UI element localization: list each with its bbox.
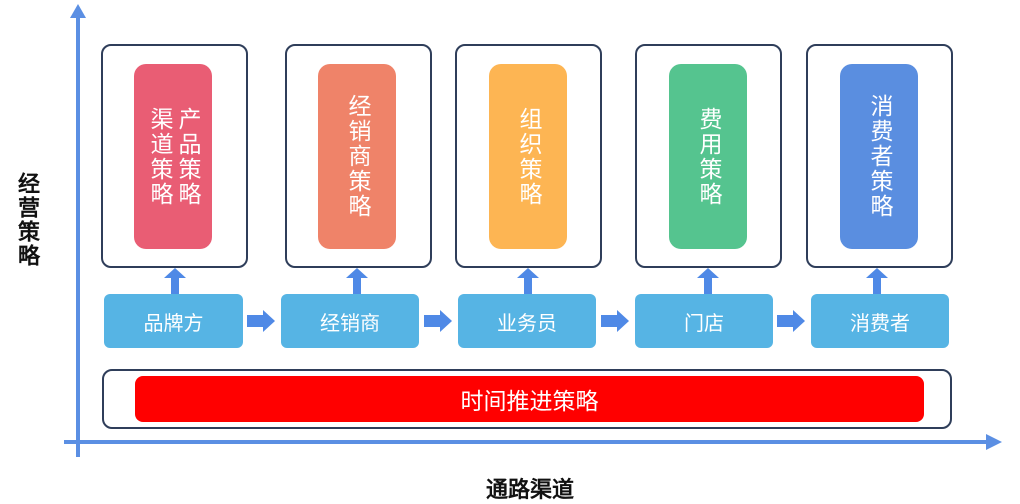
strategy-text-expense: 费用策略 (695, 106, 721, 207)
y-axis-line (76, 14, 80, 457)
node-distributor: 经销商 (281, 294, 419, 348)
right-arrow-icon (601, 310, 629, 332)
node-consumer: 消费者 (811, 294, 949, 348)
strategy-card-salesperson: 组织策略 (489, 64, 567, 249)
up-arrow-icon (346, 268, 368, 294)
up-arrow-icon (866, 268, 888, 294)
strategy-text-channel: 渠道策略 (146, 106, 172, 207)
up-arrow-icon (517, 268, 539, 294)
strategy-text-product: 产品策略 (174, 106, 200, 207)
right-arrow-icon (424, 310, 452, 332)
right-arrow-icon (777, 310, 805, 332)
x-axis-arrowhead-icon (986, 434, 1002, 450)
strategy-text-organization: 组织策略 (515, 106, 541, 207)
up-arrow-icon (697, 268, 719, 294)
strategy-card-consumer: 消费者策略 (840, 64, 918, 249)
node-salesperson: 业务员 (458, 294, 596, 348)
right-arrow-icon (247, 310, 275, 332)
strategy-text-distributor: 经销商策略 (344, 94, 370, 219)
strategy-text-consumer: 消费者策略 (866, 94, 892, 219)
y-axis-label: 经营策略 (14, 172, 39, 268)
y-axis-arrowhead-icon (70, 4, 86, 18)
up-arrow-icon (164, 268, 186, 294)
time-strategy-bar: 时间推进策略 (135, 376, 924, 422)
strategy-card-store: 费用策略 (669, 64, 747, 249)
strategy-card-distributor: 经销商策略 (318, 64, 396, 249)
node-brand: 品牌方 (104, 294, 243, 348)
strategy-card-brand: 渠道策略 产品策略 (134, 64, 212, 249)
node-store: 门店 (635, 294, 773, 348)
x-axis-line (64, 440, 988, 444)
x-axis-label: 通路渠道 (485, 478, 574, 503)
